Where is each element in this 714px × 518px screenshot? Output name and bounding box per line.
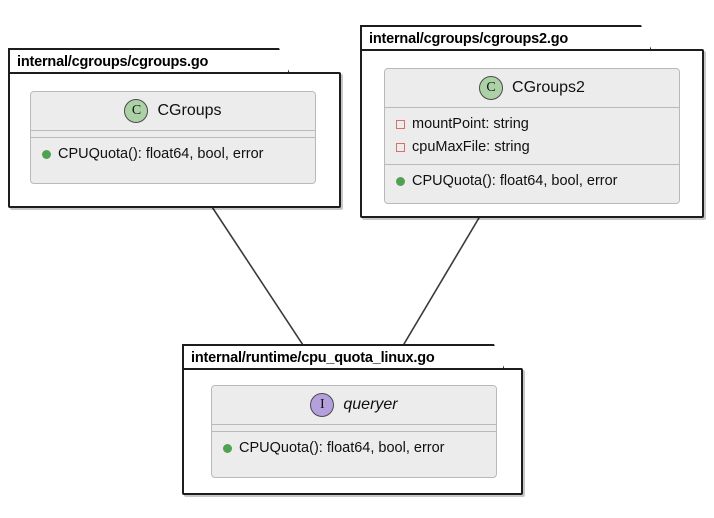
compartment-divider (212, 424, 496, 425)
fields-compartment-empty (31, 131, 315, 137)
interface-header: I queryer (212, 386, 496, 424)
field-row[interactable]: mountPoint: string (385, 113, 679, 136)
package-internal-runtime-cpu-quota-linux-go[interactable]: internal/runtime/cpu_quota_linux.go I qu… (182, 344, 523, 495)
class-header: C CGroups (31, 92, 315, 130)
package-body: C CGroups2 mountPoint: string cpuMaxFile… (360, 49, 704, 218)
field-label: mountPoint: string (412, 116, 529, 132)
method-row[interactable]: CPUQuota(): float64, bool, error (385, 170, 679, 193)
package-internal-cgroups-cgroups-go[interactable]: internal/cgroups/cgroups.go C CGroups CP… (8, 48, 341, 208)
private-field-icon (396, 120, 405, 129)
compartment-divider (31, 137, 315, 138)
method-row[interactable]: CPUQuota(): float64, bool, error (212, 437, 496, 460)
interface-box-queryer[interactable]: I queryer CPUQuota(): float64, bool, err… (211, 385, 497, 478)
package-internal-cgroups-cgroups2-go[interactable]: internal/cgroups/cgroups2.go C CGroups2 … (360, 25, 704, 218)
compartment-divider (212, 431, 496, 432)
interface-type-icon: I (310, 393, 335, 417)
methods-compartment: CPUQuota(): float64, bool, error (212, 432, 496, 466)
class-type-icon: C (479, 76, 504, 100)
package-title: internal/cgroups/cgroups.go (17, 53, 209, 70)
class-header: C CGroups2 (385, 69, 679, 107)
method-label: CPUQuota(): float64, bool, error (412, 173, 618, 190)
compartment-divider (31, 130, 315, 131)
package-title: internal/cgroups/cgroups2.go (369, 30, 569, 47)
field-row[interactable]: cpuMaxFile: string (385, 136, 679, 159)
class-type-icon: C (124, 99, 149, 123)
class-name: CGroups (157, 102, 222, 119)
package-tab: internal/cgroups/cgroups.go (8, 48, 290, 74)
method-bullet-icon (396, 177, 405, 187)
method-label: CPUQuota(): float64, bool, error (239, 440, 445, 456)
compartment-divider (385, 164, 679, 166)
method-bullet-icon (223, 444, 232, 453)
fields-compartment-empty (212, 425, 496, 431)
package-title: internal/runtime/cpu_quota_linux.go (191, 349, 435, 366)
method-label: CPUQuota(): float64, bool, error (58, 146, 264, 162)
package-tab: internal/cgroups/cgroups2.go (360, 25, 652, 51)
method-bullet-icon (42, 150, 51, 159)
field-label: cpuMaxFile: string (412, 139, 530, 156)
package-body: I queryer CPUQuota(): float64, bool, err… (182, 368, 523, 495)
class-box-cgroups[interactable]: C CGroups CPUQuota(): float64, bool, err… (30, 91, 316, 184)
fields-compartment: mountPoint: string cpuMaxFile: string (385, 108, 679, 165)
interface-name: queryer (343, 396, 398, 413)
package-body: C CGroups CPUQuota(): float64, bool, err… (8, 72, 341, 208)
compartment-divider (385, 107, 679, 108)
package-tab: internal/runtime/cpu_quota_linux.go (182, 344, 505, 370)
class-name: CGroups2 (512, 79, 585, 96)
method-row[interactable]: CPUQuota(): float64, bool, error (31, 143, 315, 166)
private-field-icon (396, 143, 405, 153)
class-box-cgroups2[interactable]: C CGroups2 mountPoint: string cpuMaxFile… (384, 68, 680, 204)
methods-compartment: CPUQuota(): float64, bool, error (31, 138, 315, 172)
methods-compartment: CPUQuota(): float64, bool, error (385, 165, 679, 199)
